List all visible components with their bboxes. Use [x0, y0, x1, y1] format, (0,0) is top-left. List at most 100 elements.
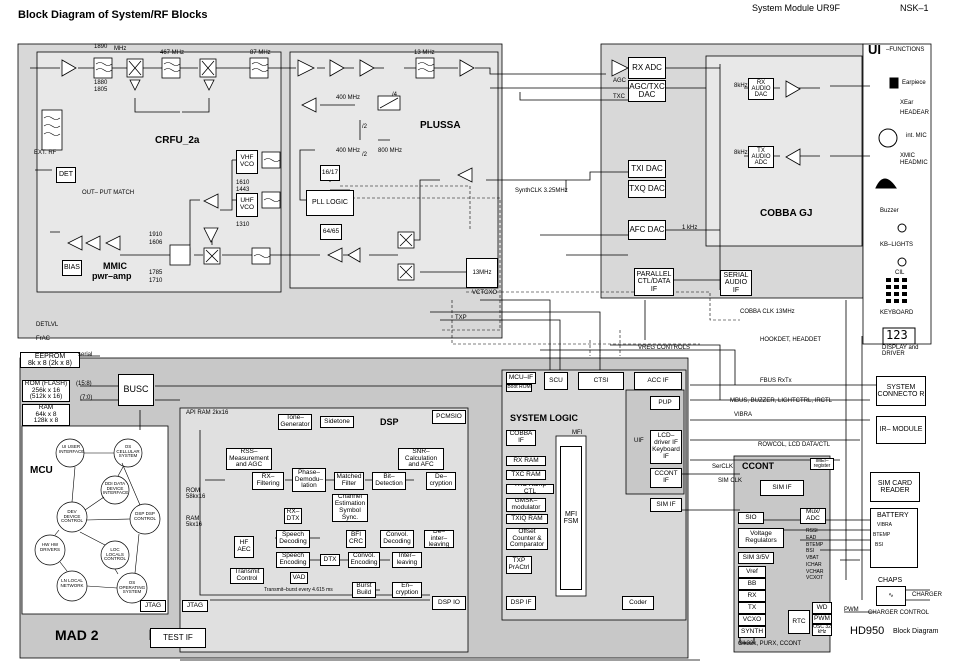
- rx-ram: RX RAM: [506, 456, 546, 466]
- rom-dsp: ROM 58kx16: [186, 488, 206, 500]
- vref-out: Vref: [738, 566, 766, 578]
- busc-block: BUSC: [118, 374, 154, 406]
- detlvl-signal: DETLVL: [36, 322, 59, 328]
- offset-counter: Offset Counter & Comparator: [506, 528, 548, 550]
- freq-1606: 1606: [149, 240, 163, 246]
- headear-label: HEADEAR: [900, 110, 930, 116]
- txq-dac: TXQ DAC: [628, 180, 666, 198]
- dsp-label: DSP: [380, 417, 399, 427]
- cobba-if: COBBA IF: [506, 430, 536, 446]
- system-connector: SYSTEM CONNECTO R: [876, 376, 926, 406]
- cil-label: CIL: [895, 270, 905, 276]
- battery-label: BATTERY: [877, 512, 909, 519]
- freq-1443: 1443: [236, 187, 250, 193]
- rx-audio-dac: RX AUDIO DAC: [748, 78, 774, 100]
- interleaving: Inter– leaving: [392, 552, 422, 568]
- divider-1617: 16/17: [320, 165, 340, 181]
- cobba-label: COBBA GJ: [760, 208, 813, 219]
- test-if-block: TEST IF: [150, 628, 206, 648]
- module-name: System Module UR9F: [752, 3, 841, 13]
- parallel-ctl-if: PARALLEL CTL/DATA IF: [634, 268, 674, 296]
- xear-label: XEar: [900, 100, 914, 106]
- bus-7-0: (7:0): [80, 395, 93, 401]
- int-mic-label: int. MIC: [906, 133, 927, 139]
- jtag-mcu: JTAG: [140, 600, 166, 612]
- ichar-input: ICHAR: [806, 561, 822, 568]
- txc-signal: TXC: [613, 94, 625, 100]
- charger-control-label: CHARGER CONTROL: [868, 610, 930, 616]
- ui-functions-label: –FUNCTIONS: [886, 47, 925, 53]
- ram-dsp: RAM 5kx16: [186, 516, 203, 528]
- xmic-label: XMIC: [900, 153, 915, 159]
- mcu-node-os: OS OPERATING SYSTEM: [119, 580, 146, 594]
- hf-aec: HF AEC: [234, 536, 254, 558]
- uhf-vco: UHF VCO: [236, 193, 258, 217]
- matched-filter: Matched Filter: [334, 472, 364, 490]
- mcu-node-loc: LOC LOCALS CONTROL: [103, 547, 126, 561]
- model-label: HD950: [850, 625, 885, 637]
- convol-encoding: Convol. Encoding: [348, 552, 380, 568]
- div-2b: /2: [362, 152, 368, 158]
- burst-build: Burst Build: [352, 582, 376, 598]
- txc-ramp-ctl: TXC Ramp CTL: [506, 484, 554, 494]
- plussa-label: PLUSSA: [420, 120, 461, 131]
- khz8-tx: 8kHz: [734, 150, 748, 156]
- pll-logic: PLL LOGIC: [306, 190, 354, 216]
- rx-adc: RX ADC: [628, 57, 666, 79]
- wd-block: WD: [812, 602, 832, 614]
- clk32k-signal: Clk32k, PURX, CCONT: [738, 641, 802, 647]
- afc-dac: AFC DAC: [628, 220, 666, 240]
- mcu-node-os-cellular: OS CELLULAR SYSTEM: [116, 444, 140, 458]
- btemp-input: BTEMP: [806, 541, 824, 548]
- freq-1310: 1310: [236, 222, 250, 228]
- chaps-label: CHAPS: [878, 577, 903, 584]
- agc-signal: AGC: [613, 78, 627, 84]
- bit-detection: Bit– Detection: [372, 472, 406, 490]
- bsi-input: BSI: [806, 548, 815, 555]
- freq-1610: 1610: [236, 180, 250, 186]
- block-diagram-caption: Block Diagram: [893, 628, 939, 635]
- vctcxo-block: 13MHz: [466, 258, 498, 288]
- diagram-title: Block Diagram of System/RF Blocks: [18, 9, 208, 21]
- freq-400a: 400 MHz: [336, 95, 361, 101]
- chaps-block: ∿: [876, 586, 906, 606]
- dsp-io-block: DSP IO: [432, 596, 466, 610]
- mcu-node-dev: DEV DEVICE CONTROL: [60, 509, 83, 523]
- sim-if-logic: SIM IF: [650, 498, 682, 512]
- txp-signal: TXP: [455, 315, 467, 321]
- freq-400b: 400 MHz: [336, 148, 361, 154]
- sim-clk-signal: SIM CLK: [718, 478, 743, 484]
- mcu-label: MCU: [30, 465, 53, 476]
- mcu-node-ddi: DDI DATA DEVICE INTERFACE: [103, 481, 129, 495]
- mcu-if: MCU–IF: [506, 372, 536, 384]
- tone-generator: Tone– Generator: [278, 414, 312, 430]
- det-block: DET: [56, 167, 76, 183]
- txp-practrl: TXP PrACtrl: [506, 556, 532, 574]
- sidetone-block: Sidetone: [320, 416, 354, 428]
- mcu-node-dsp: DSP DSP CONTROL: [133, 511, 156, 521]
- coder-block: Coder: [622, 596, 654, 610]
- khz1-signal: 1 kHz: [682, 225, 698, 231]
- snr-calculation: SNR– Calculation and AFC: [398, 448, 444, 470]
- rx-out: RX: [738, 590, 766, 602]
- osc-block: OSC 32 kHz: [812, 624, 832, 636]
- vbat-input: VBAT: [806, 555, 819, 561]
- deinterleaving: De–inter– leaving: [424, 530, 454, 548]
- serclk-signal: SerCLK: [712, 464, 734, 470]
- vchar-input: VCHAR: [806, 568, 824, 575]
- cfru-label: CRFU_2a: [155, 135, 200, 146]
- fbus-signal: FBUS RxTx: [760, 378, 792, 384]
- system-logic-label: SYSTEM LOGIC: [510, 413, 579, 423]
- freq-1805: 1805: [94, 87, 108, 93]
- rtc-block: RTC: [788, 610, 810, 634]
- hookdet-signal: HOOKDET, HEADDET: [760, 337, 822, 343]
- serial-label: serial: [78, 352, 93, 358]
- lcd-keyboard-if: LCD– driver IF Keyboard IF: [650, 430, 682, 464]
- scu-block: SCU: [544, 372, 568, 390]
- buzzer-label: Buzzer: [880, 208, 899, 214]
- mux-adc: Mux/ ADC: [800, 508, 826, 524]
- txi-dac: TXI DAC: [628, 160, 666, 178]
- synthclk-signal: SynthCLK 3.25MHz: [515, 188, 568, 194]
- adc-inputs: RSSI EAD BTEMP BSI VBAT ICHAR VCHAR VCXO…: [806, 528, 824, 582]
